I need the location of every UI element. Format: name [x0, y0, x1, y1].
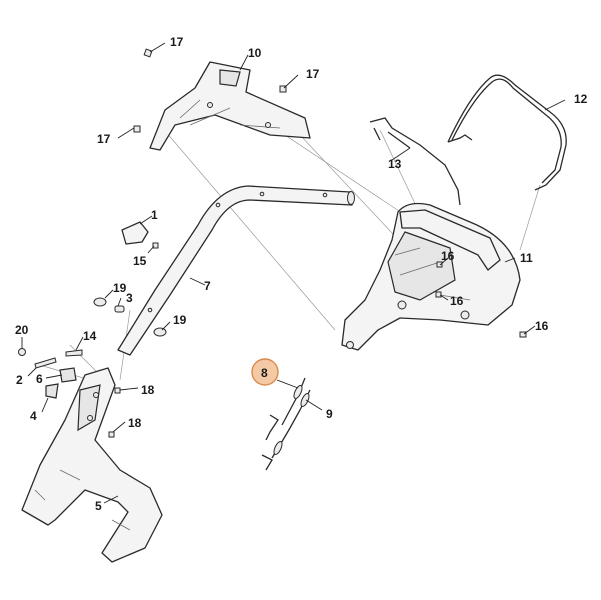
callout-16-b: 16 — [450, 294, 464, 308]
part-screw-16 — [435, 261, 527, 338]
part-control-bail — [447, 74, 567, 191]
part-lower-frame — [341, 202, 521, 351]
part-bracket-rod — [369, 117, 461, 206]
callout-17-c: 17 — [97, 132, 111, 146]
callout-7: 7 — [204, 279, 211, 293]
part-cable-8 — [265, 377, 306, 441]
callout-14: 14 — [83, 329, 97, 343]
callout-18-a: 18 — [141, 383, 155, 397]
part-lower-handle — [21, 367, 163, 563]
callout-8: 8 — [261, 366, 268, 380]
callout-4: 4 — [30, 409, 37, 423]
callout-17-a: 17 — [170, 35, 184, 49]
callout-leader-lines — [21, 42, 566, 504]
callout-8-highlight-circle — [251, 358, 279, 386]
callout-18-b: 18 — [128, 416, 142, 430]
callout-6: 6 — [36, 372, 43, 386]
part-clip — [121, 221, 159, 249]
callout-19-b: 19 — [173, 313, 187, 327]
part-upper-handle-bar — [117, 185, 355, 356]
callout-20: 20 — [15, 323, 29, 337]
callout-labels: 17 10 17 17 12 13 11 16 16 16 1 15 7 19 … — [15, 35, 588, 513]
part-screw-17 — [133, 48, 287, 133]
callout-15: 15 — [133, 254, 147, 268]
callout-17-b: 17 — [306, 67, 320, 81]
part-cable-9 — [261, 389, 311, 471]
part-small-fixings — [18, 348, 121, 438]
callout-10: 10 — [248, 46, 262, 60]
callout-12: 12 — [574, 92, 588, 106]
callout-13: 13 — [388, 157, 402, 171]
part-washer-19 — [93, 297, 167, 337]
callout-3: 3 — [126, 291, 133, 305]
callout-9: 9 — [326, 407, 333, 421]
callout-5: 5 — [95, 499, 102, 513]
callout-2: 2 — [16, 373, 23, 387]
callout-16-a: 16 — [441, 249, 455, 263]
callout-19-a: 19 — [113, 281, 127, 295]
part-handle-cover — [149, 61, 311, 151]
callout-11: 11 — [520, 251, 533, 265]
callout-1: 1 — [151, 208, 158, 222]
callout-16-c: 16 — [535, 319, 549, 333]
